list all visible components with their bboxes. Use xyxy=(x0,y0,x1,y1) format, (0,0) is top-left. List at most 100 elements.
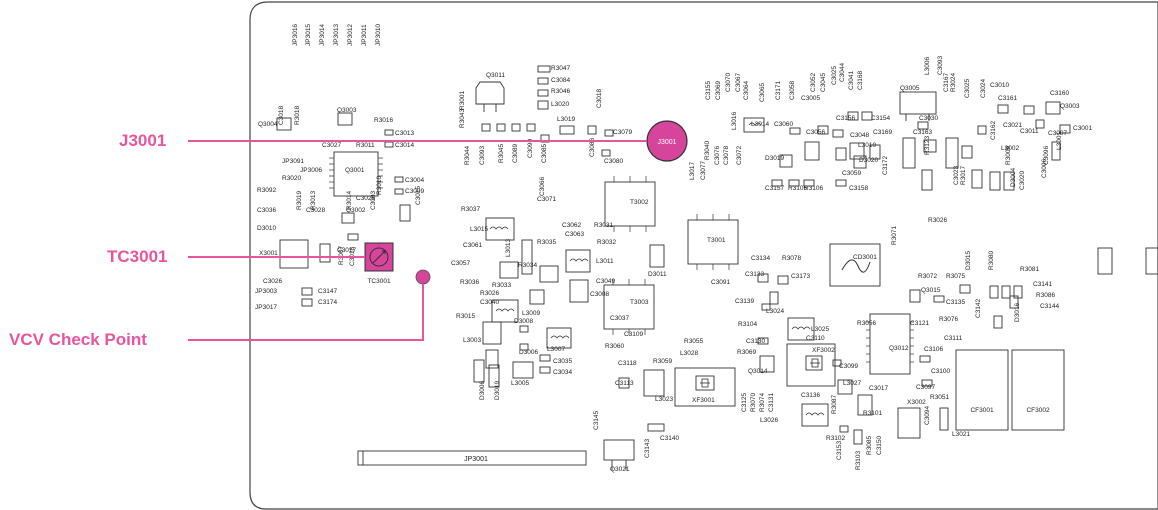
component-label: C3025 xyxy=(964,78,971,98)
component-label: C3111 xyxy=(944,335,963,342)
component-label: C3141 xyxy=(1033,281,1053,288)
component-label: R3123 xyxy=(924,135,931,155)
component-label: T3002 xyxy=(630,199,649,206)
component-label: C3147 xyxy=(318,288,338,295)
component-label: R3026 xyxy=(928,217,948,224)
component-label: JP3013 xyxy=(333,24,340,46)
component-label: C3037 xyxy=(610,315,630,322)
component-label: C3041 xyxy=(848,70,855,90)
component-label: Q3002 xyxy=(346,207,366,214)
component-label: JP3016 xyxy=(292,24,299,46)
component-label: R3016 xyxy=(374,117,394,124)
component-label: C3077 xyxy=(700,160,707,180)
component-label: R3059 xyxy=(653,358,673,365)
component-label: C3100 xyxy=(931,368,951,375)
component-label: R3043 xyxy=(459,108,466,128)
component-label: C3057 xyxy=(451,260,471,267)
component-label: L3013 xyxy=(505,239,512,257)
component-label: JP3014 xyxy=(319,24,326,46)
component-label: X3002 xyxy=(907,399,926,406)
component-label: L3020 xyxy=(551,101,569,108)
component-label: C3078 xyxy=(723,145,730,165)
component-label: R3007 xyxy=(338,245,345,265)
component-label: C3171 xyxy=(775,80,782,100)
component-label: C3150 xyxy=(876,435,883,455)
component-label: C3021 xyxy=(1003,122,1023,129)
component-label: R3070 xyxy=(750,392,757,412)
component-label: C3145 xyxy=(593,410,600,430)
component-label: L3003 xyxy=(463,337,481,344)
component-label: L3025 xyxy=(811,326,829,333)
component-label: Q3021 xyxy=(610,466,630,473)
component-label: C3044 xyxy=(839,62,846,82)
component-label: C3049 xyxy=(596,278,616,285)
component-label: C3027 xyxy=(322,142,342,149)
component-label: R3105 xyxy=(788,185,808,192)
component-label: R3015 xyxy=(456,313,476,320)
component-label: R3051 xyxy=(930,394,950,401)
component-label: C3004 xyxy=(405,177,425,184)
component-label: C3155 xyxy=(705,80,712,100)
component-label: C3064 xyxy=(743,80,750,100)
component-label: D3019 xyxy=(765,155,785,162)
component-label: C3139 xyxy=(735,298,755,305)
component-label: T3003 xyxy=(630,299,649,306)
component-label: C3169 xyxy=(873,129,893,136)
component-label: C3067 xyxy=(735,72,742,92)
component-label: C3056 xyxy=(806,129,826,136)
component-label: R3092 xyxy=(257,187,277,194)
component-label: C3005 xyxy=(801,95,821,102)
component-label: C3091 xyxy=(711,279,731,286)
component-label: D3006 xyxy=(519,349,539,356)
component-label: Q3014 xyxy=(748,368,768,375)
component-label: C3089 xyxy=(512,143,519,163)
component-label: C3125 xyxy=(741,392,748,412)
component-label: R3033 xyxy=(492,282,512,289)
component-label: L3028 xyxy=(680,350,698,357)
component-label: C3172 xyxy=(882,155,889,175)
component-label: C3121 xyxy=(910,320,930,327)
component-label: R3056 xyxy=(857,320,877,327)
component-label: C3035 xyxy=(553,358,573,365)
component-label: JP3091 xyxy=(282,158,304,165)
component-label: L3005 xyxy=(511,380,529,387)
component-label: C3025 xyxy=(356,195,376,202)
component-label: R3045 xyxy=(498,143,505,163)
component-label: C3173 xyxy=(791,273,811,280)
component-label: C3118 xyxy=(618,360,637,367)
component-label: C3014 xyxy=(395,142,415,149)
vcv-check-point-dot[interactable] xyxy=(415,269,431,285)
component-label: JP3010 xyxy=(375,24,382,46)
component-label: L3011 xyxy=(596,258,614,265)
component-label: C3160 xyxy=(1050,90,1070,97)
component-label: R3031 xyxy=(594,222,614,229)
component-label: C3097 xyxy=(916,384,936,391)
cf3001-label: CF3001 xyxy=(970,407,994,414)
component-label: C3142 xyxy=(975,298,982,318)
component-label: L3019 xyxy=(557,116,575,123)
component-label: R3011 xyxy=(356,142,375,149)
component-label: C3034 xyxy=(553,369,573,376)
component-label: R3074 xyxy=(759,392,766,412)
component-label: L3021 xyxy=(952,431,970,438)
component-label: C3018 xyxy=(278,105,285,125)
component-label: L3001 xyxy=(1056,132,1063,150)
trimmer-icon xyxy=(369,247,389,267)
crystal-filter-icon xyxy=(700,358,820,388)
component-label: R3101 xyxy=(863,410,883,417)
component-label: XF3001 xyxy=(692,397,715,404)
component-label: C3093 xyxy=(937,55,944,75)
component-label: R3014 xyxy=(346,190,353,210)
component-label: C3143 xyxy=(644,438,651,458)
component-label: C3086 xyxy=(589,137,596,157)
component-label: C3063 xyxy=(565,231,585,238)
component-label: C3045 xyxy=(820,72,827,92)
component-label: X3001 xyxy=(259,250,278,257)
component-label: R3036 xyxy=(460,279,480,286)
component-label: R3046 xyxy=(551,88,571,95)
component-label: C3052 xyxy=(810,72,817,92)
component-label: C3134 xyxy=(751,255,771,262)
component-label: C3174 xyxy=(318,299,338,306)
component-label: R3024 xyxy=(950,72,957,92)
component-label: R3106 xyxy=(804,185,824,192)
